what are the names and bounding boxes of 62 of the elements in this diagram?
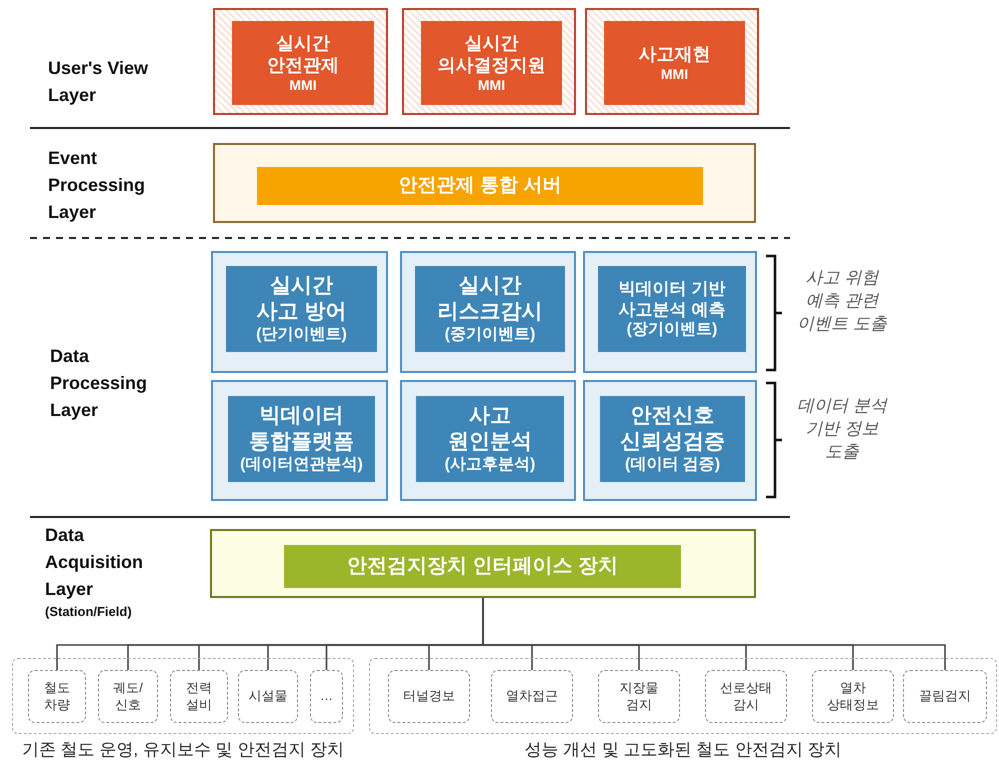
mmi-box (604, 21, 745, 105)
device-box: 선로상태 감시 (705, 670, 787, 723)
interface-box (284, 545, 681, 588)
layer-label: Data Processing Layer (50, 345, 148, 422)
server-box (257, 167, 703, 205)
box-sublabel: (단기이벤트) (256, 325, 347, 346)
box-label: 실시간 안전관제 (266, 32, 340, 77)
box-sublabel: MMI (289, 76, 317, 94)
box-sublabel: MMI (660, 66, 688, 83)
hatched-frame (402, 8, 576, 115)
module-frame (400, 251, 576, 373)
module-box (598, 266, 746, 352)
module-frame (400, 380, 576, 501)
device-box: … (310, 670, 343, 723)
layer-label: User's View Layer (48, 57, 150, 107)
box-sublabel: (데이터연관분석) (240, 455, 363, 476)
device-box: 열차 상태정보 (812, 670, 894, 723)
device-box: 궤도/ 신호 (98, 670, 158, 723)
module-box (416, 396, 564, 482)
box-label: 실시간 의사결정지원 (436, 32, 546, 77)
device-box: 끌림검지 (903, 670, 987, 723)
module-frame (211, 380, 388, 501)
module-box (226, 266, 377, 352)
box-label: 안전검지장치 인터페이스 장치 (346, 554, 618, 579)
module-frame (211, 251, 388, 373)
device-box: 철도 차량 (28, 670, 86, 723)
box-label: 실시간 리스크감시 (436, 272, 544, 325)
box-sublabel: (중기이벤트) (444, 325, 536, 346)
box-sublabel: (장기이벤트) (626, 320, 718, 340)
module-box (415, 266, 565, 352)
box-label: 안전관제 통합 서버 (398, 174, 562, 198)
hatched-frame (213, 8, 388, 115)
box-label: 빅데이터 기반 사고분석 예측 (618, 278, 726, 320)
box-sublabel: (사고후분석) (444, 455, 536, 476)
group-caption: 기존 철도 운영, 유지보수 및 안전검지 장치 (20, 739, 346, 761)
device-box: 지장물 검지 (598, 670, 680, 723)
module-frame (583, 251, 757, 373)
module-box (600, 396, 745, 482)
device-box: 터널경보 (388, 670, 470, 723)
mmi-box (232, 21, 374, 105)
device-box: 시설물 (238, 670, 298, 723)
box-label: 안전신호 신뢰성검증 (619, 402, 726, 455)
layer-label: Data Acquisition Layer (45, 524, 144, 601)
bracket-note: 사고 위험 예측 관련 이벤트 도출 (796, 267, 888, 335)
group-caption: 성능 개선 및 고도화된 철도 안전검지 장치 (523, 739, 843, 761)
box-sublabel: (데이터 검증) (624, 455, 720, 476)
box-sublabel: MMI (478, 76, 506, 94)
bracket-note: 데이터 분석 기반 정보 도출 (796, 395, 888, 463)
module-frame (583, 380, 757, 501)
mmi-box (421, 21, 562, 105)
box-label: 빅데이터 통합플랫폼 (248, 402, 355, 455)
box-label: 사고재현 (638, 43, 710, 66)
layer-frame (210, 529, 756, 598)
module-box (228, 396, 375, 482)
device-box: 전력 설비 (170, 670, 228, 723)
layer-label: Event Processing Layer (48, 147, 146, 224)
hatched-frame (585, 8, 759, 115)
layer-frame (213, 143, 756, 223)
box-label: 실시간 사고 방어 (256, 272, 348, 325)
layer-sublabel: (Station/Field) (45, 604, 133, 619)
box-label: 사고 원인분석 (447, 402, 533, 455)
device-box: 열차접근 (491, 670, 573, 723)
